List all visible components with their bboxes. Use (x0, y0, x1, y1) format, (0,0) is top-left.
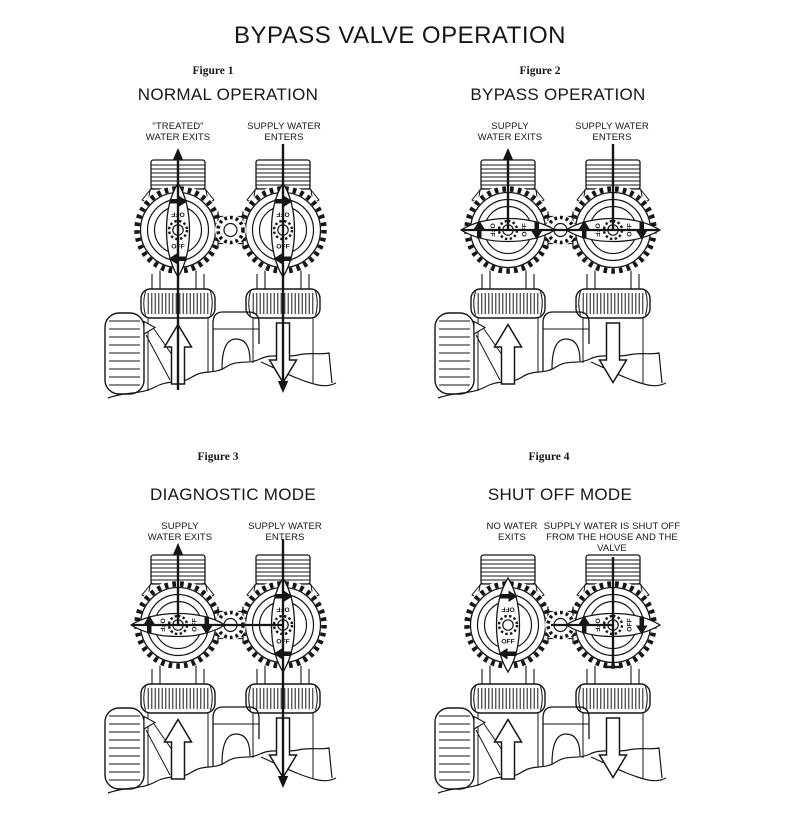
figure-caption: Figure 1 (192, 65, 234, 77)
label-line: SUPPLY WATER IS SHUT OFF (543, 521, 681, 532)
label-line: SUPPLY (161, 521, 199, 532)
drain-nozzle (143, 715, 157, 730)
bypass-valve-diagram: OFF OFF OFF OFF (95, 513, 345, 823)
valve-assembly-svg: OFF OFF OFF OFF (104, 539, 337, 794)
mode-title: DIAGNOSTIC MODE (149, 485, 317, 504)
valve-neck (151, 657, 205, 685)
hollow-arrow-up-icon (493, 323, 523, 385)
svg-text:OFF: OFF (627, 618, 634, 632)
flow-arrow-down (277, 776, 289, 788)
center-dome (212, 706, 260, 766)
collar-nut (575, 683, 651, 714)
valve-neck (256, 657, 310, 685)
flow-lines (132, 539, 289, 788)
mode-title: NORMAL OPERATION (137, 85, 319, 104)
flow-arrow-up (502, 148, 514, 160)
flow-label-left: "TREATED" WATER EXITS (146, 121, 210, 143)
valve-assembly-svg: OFF OFF OFF OFF (104, 144, 337, 399)
collar-nut (470, 288, 546, 319)
valve-body-cutaway (434, 311, 667, 399)
label-line: WATER EXITS (145, 132, 211, 143)
figure-2-bypass-operation: Figure 2 BYPASS OPERATION SUPPLY WATER E… (400, 60, 800, 450)
on-arrow-icon (636, 616, 648, 635)
label-line: WATER EXITS (477, 132, 543, 143)
valve-neck (586, 262, 640, 290)
center-dome (542, 706, 590, 766)
valve-body-cutaway (434, 706, 667, 794)
center-bypass-connector (215, 211, 246, 249)
label-line: SUPPLY (491, 121, 529, 132)
label-line: NO WATER (486, 521, 538, 532)
flow-label-left: SUPPLY WATER EXITS (478, 121, 542, 143)
label-line: EXITS (498, 532, 526, 543)
valve-neck (481, 262, 535, 290)
drain-nozzle (473, 320, 487, 335)
flow-label-right: SUPPLY WATER ENTERS (247, 121, 321, 143)
collar-nut (470, 683, 546, 714)
drain-nozzle (473, 715, 487, 730)
bypass-valve-diagram: OFF OFF OFF OFF (425, 513, 675, 823)
label-line: SUPPLY WATER (575, 121, 649, 132)
label-line: ENTERS (264, 132, 304, 143)
bypass-valve-diagram: OFF OFF OFF OFF (95, 118, 345, 428)
valve-body-cutaway (104, 706, 337, 794)
bypass-valve-diagram: OFF OFF OFF OFF (425, 118, 675, 428)
flow-arrow-up (172, 148, 184, 160)
cutaway-wave (437, 747, 663, 794)
label-line: "TREATED" (152, 121, 204, 132)
collar-nut (575, 288, 651, 319)
drain-nozzle (143, 320, 157, 335)
valve-assembly-svg: OFF OFF OFF OFF (434, 554, 667, 794)
svg-text:OFF: OFF (501, 606, 515, 613)
flow-label-right: SUPPLY WATER IS SHUT OFF FROM THE HOUSE … (544, 521, 680, 554)
valve-neck (256, 262, 310, 290)
hollow-arrow-down-icon (598, 717, 628, 779)
mode-title: SHUT OFF MODE (487, 485, 633, 504)
flow-arrow-down (277, 381, 289, 393)
cutaway-wave (437, 352, 663, 399)
on-arrow-icon (499, 590, 518, 602)
cutaway-wave (107, 747, 333, 794)
flow-lines (551, 557, 621, 669)
figure-4-shut-off-mode: Figure 4 SHUT OFF MODE NO WATER EXITS SU… (400, 445, 800, 835)
valve-neck (151, 262, 205, 290)
svg-text:OFF: OFF (501, 639, 515, 646)
label-line: SUPPLY WATER (248, 521, 322, 532)
center-dome (542, 311, 590, 371)
label-line: VALVE (597, 543, 627, 554)
valve-body-cutaway (104, 311, 337, 399)
label-line: WATER EXITS (147, 532, 213, 543)
center-dome (212, 311, 260, 371)
flow-label-left: SUPPLY WATER EXITS (148, 521, 212, 543)
figure-caption: Figure 3 (197, 451, 239, 463)
figure-caption: Figure 4 (528, 451, 570, 463)
valve-neck (481, 657, 535, 685)
figure-3-diagnostic-mode: Figure 3 DIAGNOSTIC MODE SUPPLY WATER EX… (0, 445, 400, 835)
valve-handle-vertical: OFF OFF (495, 576, 521, 674)
label-line: ENTERS (265, 532, 305, 543)
label-line: SUPPLY WATER (247, 121, 321, 132)
flow-lines (462, 144, 659, 232)
flow-label-right: SUPPLY WATER ENTERS (248, 521, 322, 543)
hollow-arrow-up-icon (163, 718, 193, 780)
label-line: FROM THE HOUSE AND THE (546, 532, 678, 543)
valve-assembly-svg: OFF OFF OFF OFF (434, 144, 667, 399)
on-arrow-icon (498, 648, 517, 660)
flow-label-left: NO WATER EXITS (487, 521, 538, 543)
figure-caption: Figure 2 (519, 65, 561, 77)
label-line: ENTERS (592, 132, 632, 143)
figure-1-normal-operation: Figure 1 NORMAL OPERATION "TREATED" WATE… (0, 60, 400, 450)
flow-label-right: SUPPLY WATER ENTERS (575, 121, 649, 143)
hollow-arrow-up-icon (493, 718, 523, 780)
valve-neck (586, 657, 640, 685)
hollow-arrow-down-icon (598, 322, 628, 384)
collar-nut (140, 683, 216, 714)
flow-arrow-up (172, 543, 184, 555)
mode-title: BYPASS OPERATION (470, 85, 646, 104)
flow-lines (172, 144, 289, 393)
cutaway-wave (107, 352, 333, 399)
page-title: BYPASS VALVE OPERATION (234, 22, 566, 49)
